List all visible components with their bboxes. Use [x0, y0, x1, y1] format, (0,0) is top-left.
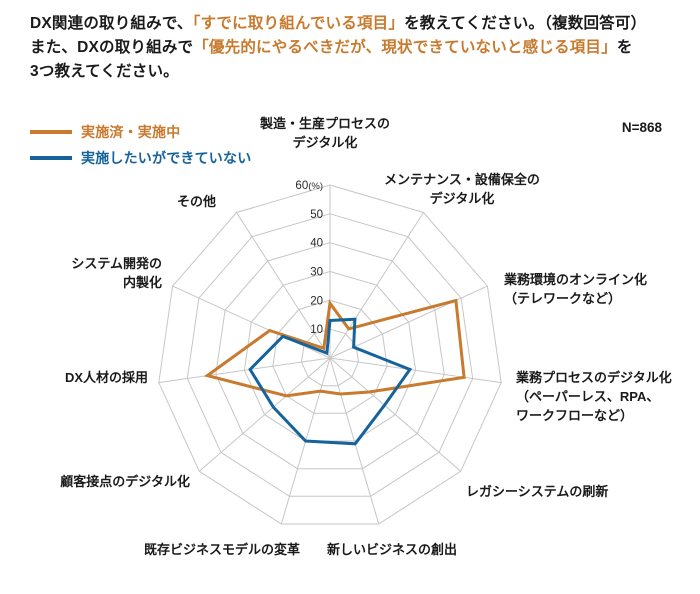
- axis-spoke: [329, 357, 502, 384]
- question-text: を: [616, 39, 633, 56]
- r-tick-label-10: 10: [310, 324, 323, 336]
- axis-spoke: [329, 357, 380, 525]
- series-polygon-1: [248, 317, 413, 446]
- r-tick-label-20: 20: [310, 295, 323, 307]
- axis-spoke: [198, 357, 331, 472]
- category-label-8: DX人材の採用: [65, 370, 148, 385]
- sample-size: N=868: [621, 120, 662, 135]
- axis-spoke: [329, 212, 424, 359]
- category-label-10: その他: [177, 194, 216, 209]
- category-label-0: 製造・生産プロセスのデジタル化: [259, 116, 390, 150]
- axis-spoke: [236, 212, 331, 359]
- axis-spoke: [172, 285, 331, 359]
- question-text: を教えてください。（複数回答可）: [404, 15, 647, 32]
- grid-ring-60: [158, 184, 502, 525]
- r-tick-label-60: 60(%): [295, 180, 323, 192]
- category-label-9: システム開発の内製化: [71, 256, 162, 290]
- survey-question-line1: DX関連の取り組みで、「すでに取り組んでいる項目」を教えてください。（複数回答可…: [30, 12, 680, 36]
- grid-ring-20: [272, 299, 388, 414]
- legend-item-not-yet: 実施したいができていない: [30, 147, 251, 169]
- r-tick-label-30: 30: [310, 267, 323, 279]
- question-text: DX関連の取り組みで、: [30, 15, 193, 32]
- legend-item-implemented: 実施済・実施中: [30, 121, 251, 143]
- radar-chart: 10 20 30 40 50 60(%) 製造・生産プロセスのデジタル化メンテナンス・設備保…: [60, 116, 672, 557]
- category-label-6: 既存ビジネスモデルの変革: [144, 542, 300, 557]
- survey-question-line2: また、DXの取り組みで「優先的にやるべきだが、現状できていないと感じる項目」を: [30, 36, 680, 60]
- question-highlight-2: 「優先的にやるべきだが、現状できていないと感じる項目」: [193, 39, 617, 56]
- question-text: また、DXの取り組みで: [30, 39, 194, 56]
- axis-spoke: [329, 285, 488, 359]
- legend-label-implemented: 実施済・実施中: [81, 124, 181, 140]
- category-label-5: 新しいビジネスの創出: [327, 542, 457, 557]
- category-label-7: 顧客接点のデジタル化: [60, 474, 190, 489]
- survey-question-line3: 3つ教えてください。: [30, 63, 179, 80]
- r-tick-label-40: 40: [310, 238, 323, 250]
- grid-ring-40: [215, 242, 445, 470]
- series-polygon-0: [203, 298, 466, 398]
- category-label-3: 業務プロセスのデジタル化（ペーパーレス、RPA、ワークフローなど）: [515, 370, 672, 423]
- question-highlight-1: 「すでに取り組んでいる項目」: [192, 15, 405, 32]
- axis-spoke: [329, 357, 462, 472]
- category-label-2: 業務環境のオンライン化（テレワークなど）: [503, 272, 647, 306]
- category-label-4: レガシーシステムの刷新: [466, 484, 608, 499]
- category-label-1: メンテナンス・設備保全のデジタル化: [384, 172, 540, 206]
- axis-spoke: [158, 357, 331, 384]
- chart-legend: 実施済・実施中 実施したいができていない: [30, 121, 251, 173]
- r-tick-label-50: 50: [310, 209, 323, 221]
- grid-ring-50: [186, 213, 474, 497]
- legend-label-not-yet: 実施したいができていない: [81, 150, 252, 166]
- legend-line-swatch-blue: [30, 156, 72, 160]
- legend-line-swatch-orange: [30, 130, 72, 134]
- survey-question: DX関連の取り組みで、「すでに取り組んでいる項目」を教えてください。（複数回答可…: [30, 12, 680, 84]
